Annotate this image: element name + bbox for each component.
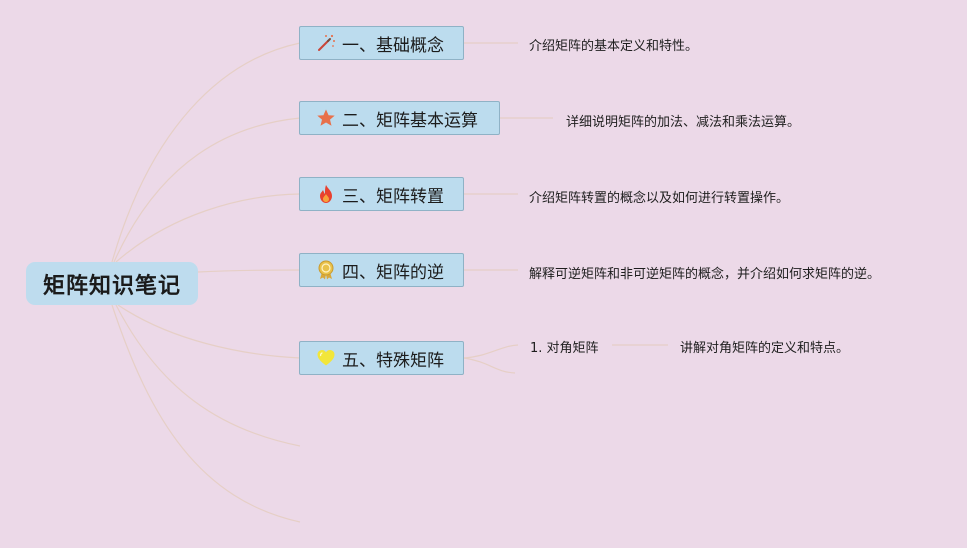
topic-label: 五、特殊矩阵 — [342, 350, 444, 371]
heart-icon — [316, 348, 336, 368]
connector-root-topic1 — [111, 42, 301, 263]
topic-description: 解释可逆矩阵和非可逆矩阵的概念，并介绍如何求矩阵的逆。 — [529, 267, 881, 282]
root-label: 矩阵知识笔记 — [42, 273, 181, 299]
topic-description: 介绍矩阵转置的概念以及如何进行转置操作。 — [529, 191, 790, 206]
connector-root-extra1 — [115, 304, 301, 447]
subtopic-label[interactable]: 1. 对角矩阵 — [530, 341, 599, 356]
topic-node-basic-concepts[interactable]: 一、基础概念 — [299, 26, 464, 60]
topic-label: 三、矩阵转置 — [342, 186, 444, 207]
topic-label: 二、矩阵基本运算 — [342, 110, 478, 131]
topic-node-transpose[interactable]: 三、矩阵转置 — [299, 177, 464, 211]
topic-node-special-matrices[interactable]: 五、特殊矩阵 — [299, 341, 464, 375]
topic-node-basic-operations[interactable]: 二、矩阵基本运算 — [299, 101, 500, 135]
fire-icon — [316, 184, 336, 204]
topic-node-inverse[interactable]: 四、矩阵的逆 — [299, 253, 464, 287]
connector-topic5-sub2 — [463, 357, 516, 374]
topic-description: 介绍矩阵的基本定义和特性。 — [529, 39, 699, 54]
medal-icon — [316, 260, 336, 280]
connector-root-extra2 — [111, 304, 301, 523]
connector-root-topic2 — [113, 117, 301, 263]
connector-root-topic4 — [197, 269, 301, 273]
connector-topic5-sub1 — [463, 344, 519, 359]
subtopic-description: 讲解对角矩阵的定义和特点。 — [680, 341, 850, 356]
topic-label: 一、基础概念 — [342, 35, 444, 56]
topic-description: 详细说明矩阵的加法、减法和乘法运算。 — [566, 115, 801, 130]
topic-label: 四、矩阵的逆 — [342, 262, 444, 283]
root-node[interactable]: 矩阵知识笔记 — [26, 262, 198, 305]
connector-root-topic3 — [115, 193, 301, 263]
magic-wand-icon — [316, 33, 336, 53]
connector-root-topic5 — [117, 304, 301, 359]
star-icon — [316, 108, 336, 128]
